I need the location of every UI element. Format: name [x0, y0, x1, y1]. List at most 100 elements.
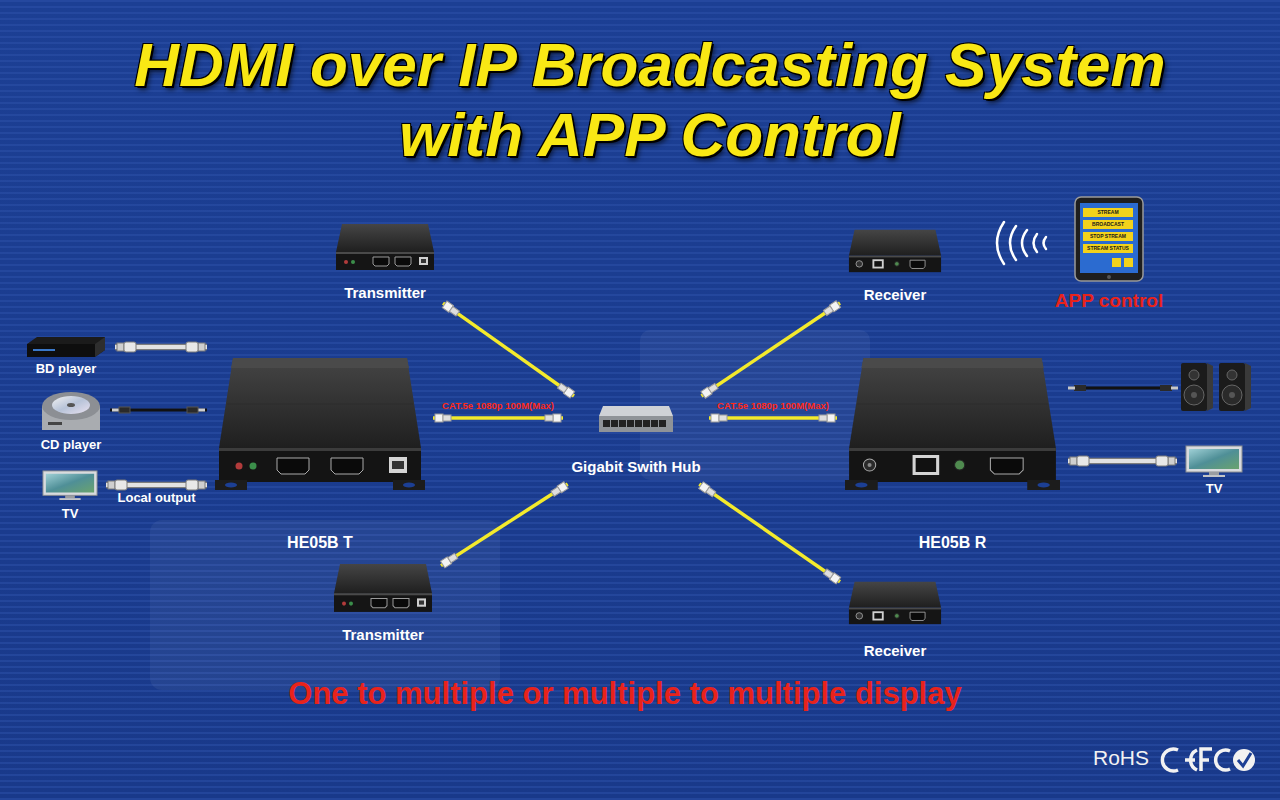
plug-boot [115, 480, 127, 490]
cable-connector [115, 342, 207, 352]
cable-connector [441, 482, 569, 568]
node-label: Transmitter [344, 284, 426, 301]
plug-boot [545, 415, 553, 421]
cat-cable [709, 416, 837, 420]
plug-boot [1156, 456, 1168, 466]
hdmi-plug [1070, 456, 1089, 466]
hdmi-receiver: HE05B R [837, 344, 1068, 561]
cable-label: CAT.5e 1080p 100M(Max) [717, 401, 829, 412]
node-label: TV [1206, 482, 1223, 497]
plug-boot [824, 569, 834, 578]
cable-connector [110, 407, 207, 413]
plug-tip [112, 409, 119, 412]
cable-connector [701, 301, 841, 398]
hdmi-plug [186, 480, 205, 490]
tablet-picture [1075, 197, 1143, 281]
plug-body [827, 414, 835, 422]
plug-boot [1077, 456, 1089, 466]
cat-plug [442, 301, 460, 317]
cable-label: CAT.5e 1080p 100M(Max) [442, 401, 554, 412]
cat-plug [819, 414, 835, 422]
node-label: Transmitter [342, 626, 424, 643]
cd-player-picture [42, 392, 100, 430]
hdmi-plug [1156, 456, 1175, 466]
plug-boot [551, 487, 561, 496]
tablet-app: APP control [1047, 188, 1172, 320]
plug-boot [706, 487, 716, 496]
cd-player: CD player [32, 380, 110, 461]
plug-boot [186, 480, 198, 490]
cat-cable [443, 303, 574, 396]
cat-cable [701, 303, 840, 396]
plug-body [198, 481, 205, 489]
cat-plug [550, 482, 568, 497]
speaker-picture [1219, 363, 1251, 411]
cat-plug [711, 414, 727, 422]
node-label: Receiver [864, 642, 927, 659]
plug-body [1168, 457, 1175, 465]
node-label: Receiver [864, 286, 927, 303]
plug-body [1070, 457, 1077, 465]
cable-connector [442, 301, 574, 398]
plug-boot [448, 553, 458, 562]
plug-body [117, 343, 124, 351]
plug-body [198, 343, 205, 351]
plug-tip [198, 409, 205, 412]
plug-boot [819, 415, 827, 421]
node-label: TV [62, 507, 79, 522]
cable-connector [699, 482, 841, 584]
switch-picture [599, 406, 673, 432]
cat-plug [699, 482, 717, 498]
bd-player-picture [27, 337, 105, 357]
receiver-picture [845, 358, 1060, 490]
hdmi-transmitter: HE05B T [207, 344, 433, 561]
plug-boot [708, 383, 718, 392]
cat-plug [557, 382, 575, 398]
plug-body [108, 481, 115, 489]
plug-boot [719, 415, 727, 421]
cable-connector [106, 480, 207, 490]
speaker-picture [1181, 363, 1213, 411]
node-label: HE05B T [287, 534, 353, 552]
cat-plug [701, 383, 719, 399]
receiver-picture [849, 230, 941, 272]
plug-body [187, 407, 198, 413]
plug-body [553, 414, 561, 422]
receiver-unit: Receiver [840, 220, 950, 312]
transmitter-picture [336, 224, 434, 270]
tv-display: TV [1177, 437, 1251, 505]
cat-plug [823, 301, 841, 317]
cable-connector [433, 414, 563, 422]
plug-body [119, 407, 130, 413]
hdmi-plug [186, 342, 205, 352]
gigabit-switch: Gigabit Swith Hub [563, 396, 709, 484]
node-label: APP control [1055, 290, 1163, 312]
ghost-device [640, 330, 870, 480]
transmitter-picture [334, 564, 432, 612]
cat-cable [433, 416, 563, 420]
audio-plug [112, 407, 130, 413]
cable-connector [709, 414, 837, 422]
plug-boot [124, 342, 136, 352]
plug-boot [823, 306, 833, 315]
wireless-waves [997, 222, 1046, 264]
transmitter-picture [215, 358, 425, 490]
ghost-device [150, 520, 500, 690]
node-label: HE05B R [919, 534, 987, 552]
node-label: CD player [41, 438, 102, 453]
hdmi-plug [108, 480, 127, 490]
tv-picture [43, 471, 97, 500]
plug-body [711, 414, 719, 422]
compliance-mark [1233, 749, 1255, 771]
caption: One to multiple or multiple to multiple … [0, 676, 1250, 712]
transmitter-unit: Transmitter [327, 214, 443, 310]
tv-display: TV [34, 462, 106, 530]
plug-boot [186, 342, 198, 352]
plug-body [435, 414, 443, 422]
cat-plug [435, 414, 451, 422]
receiver-unit: Receiver [840, 572, 950, 668]
tv-picture [1186, 446, 1242, 477]
